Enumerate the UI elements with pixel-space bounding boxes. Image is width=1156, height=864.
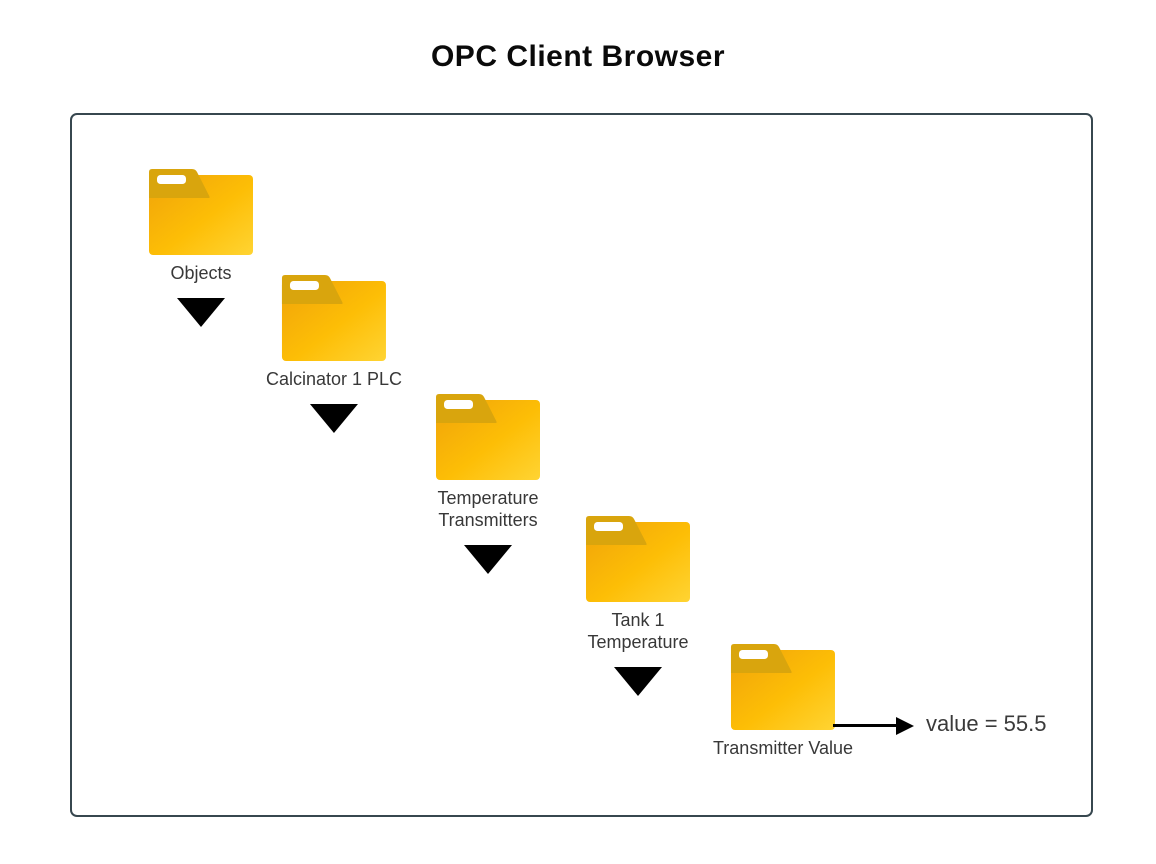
page-title: OPC Client Browser <box>430 40 726 73</box>
tree-node-transmitter-value: Transmitter Value <box>713 643 853 759</box>
node-label: Temperature Transmitters <box>437 488 539 530</box>
tree-node-objects: Objects <box>148 168 254 327</box>
node-label: Transmitter Value <box>712 738 854 758</box>
folder-icon[interactable] <box>281 274 387 362</box>
node-label: Tank 1 Temperature <box>587 610 689 652</box>
folder-icon[interactable] <box>435 393 541 481</box>
arrow-head-icon <box>896 717 914 735</box>
triangle-down-icon[interactable] <box>309 404 358 433</box>
arrow-right-icon <box>833 724 897 727</box>
tree-node-temperature-transmitters: Temperature Transmitters <box>435 393 541 574</box>
folder-icon[interactable] <box>148 168 254 256</box>
opc-browser-panel: Objects Calcinator 1 PLC Temperature Tra… <box>70 113 1093 817</box>
node-label: Objects <box>170 263 232 283</box>
tree-node-calcinator-1-plc: Calcinator 1 PLC <box>266 274 402 433</box>
triangle-down-icon[interactable] <box>464 545 512 574</box>
folder-icon[interactable] <box>585 515 691 603</box>
folder-icon[interactable] <box>730 643 836 731</box>
triangle-down-icon[interactable] <box>614 667 662 696</box>
value-annotation: value = 55.5 <box>926 711 1047 736</box>
node-label: Calcinator 1 PLC <box>265 369 403 389</box>
tree-node-tank-1-temperature: Tank 1 Temperature <box>585 515 691 696</box>
triangle-down-icon[interactable] <box>177 298 225 327</box>
